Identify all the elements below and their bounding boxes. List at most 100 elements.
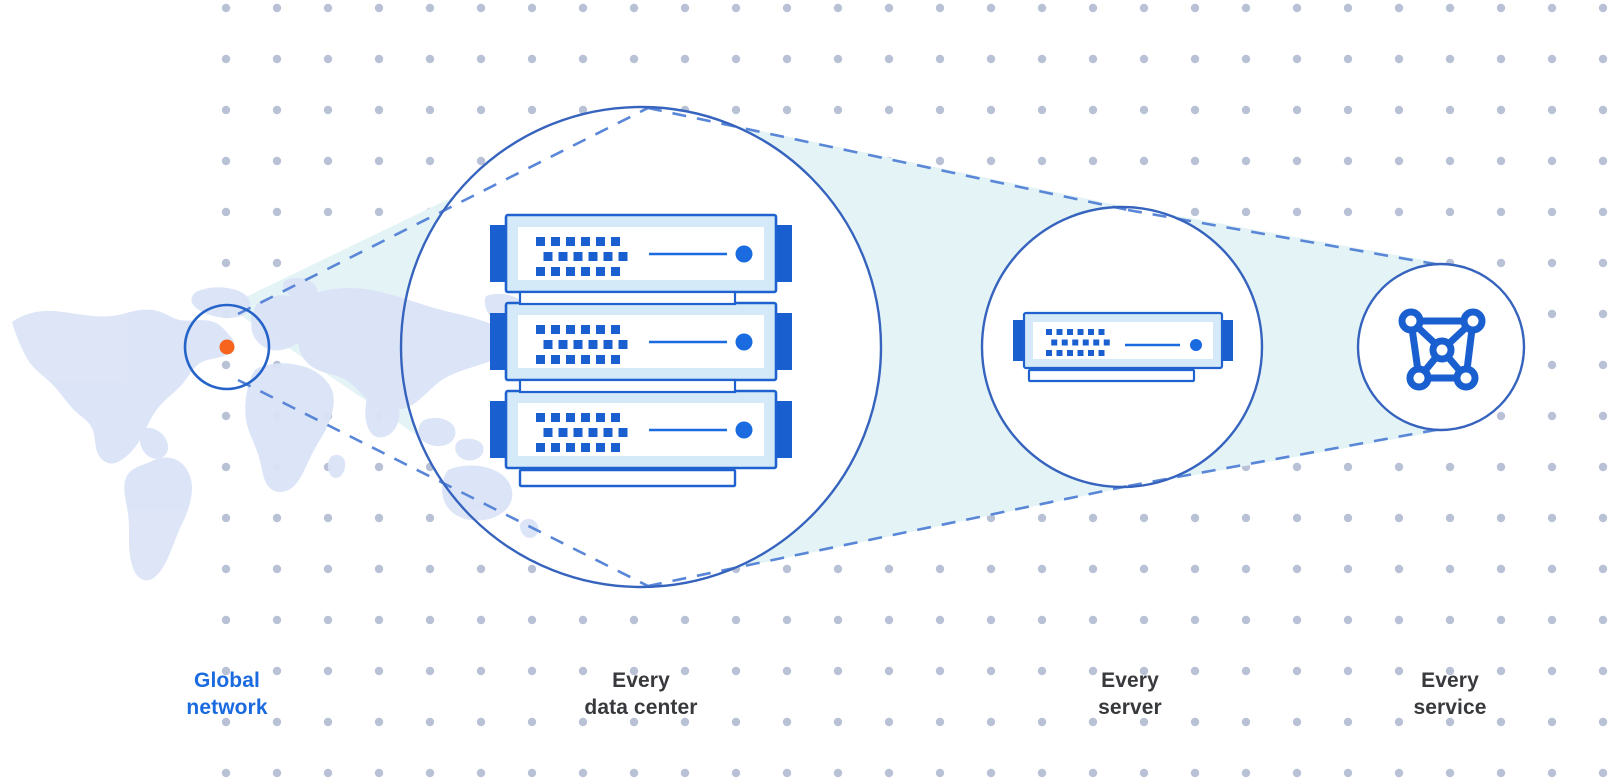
grid-dot	[935, 564, 945, 574]
server-vent-dot	[1046, 329, 1052, 335]
grid-dot	[221, 615, 231, 625]
grid-dot	[272, 258, 282, 268]
server-vent-dot	[581, 267, 590, 276]
grid-dot	[527, 768, 537, 778]
grid-dot	[1037, 156, 1047, 166]
grid-dot	[476, 564, 486, 574]
grid-dot	[1241, 54, 1251, 64]
grid-dot	[629, 54, 639, 64]
grid-dot	[476, 156, 486, 166]
grid-dot	[986, 156, 996, 166]
grid-dot	[1343, 156, 1353, 166]
server-vent-dot	[611, 267, 620, 276]
grid-dot	[374, 54, 384, 64]
grid-dot	[884, 615, 894, 625]
grid-dot	[1394, 513, 1404, 523]
grid-dot	[1343, 768, 1353, 778]
grid-dot	[374, 3, 384, 13]
grid-dot	[1598, 768, 1608, 778]
grid-dot	[782, 717, 792, 727]
grid-dot	[1139, 54, 1149, 64]
grid-dot	[1241, 666, 1251, 676]
server-vent-dot	[1093, 339, 1100, 346]
grid-dot	[1598, 3, 1608, 13]
grid-dot	[1598, 105, 1608, 115]
grid-dot	[374, 105, 384, 115]
grid-dot	[1088, 3, 1098, 13]
grid-dot	[935, 666, 945, 676]
grid-dot	[833, 54, 843, 64]
grid-dot	[731, 717, 741, 727]
grid-dot	[1598, 54, 1608, 64]
grid-dot	[935, 105, 945, 115]
grid-dot	[1241, 615, 1251, 625]
circle-every-data-center	[399, 105, 883, 589]
server-vent-dot	[611, 325, 620, 334]
grid-dot	[935, 615, 945, 625]
server-led-indicator	[1190, 339, 1202, 351]
grid-dot	[1292, 666, 1302, 676]
grid-dot	[1037, 717, 1047, 727]
server-vent-dot	[536, 355, 545, 364]
grid-dot	[833, 3, 843, 13]
grid-dot	[1139, 513, 1149, 523]
grid-dot	[884, 564, 894, 574]
server-vent-dot	[558, 428, 568, 437]
grid-dot	[1445, 513, 1455, 523]
grid-dot	[1496, 156, 1506, 166]
grid-dot	[1037, 513, 1047, 523]
grid-dot	[272, 207, 282, 217]
server-vent-dot	[596, 443, 605, 452]
grid-dot	[1496, 411, 1506, 421]
label-global-network: Global network	[127, 668, 327, 722]
grid-dot	[1343, 717, 1353, 727]
server-vent-dot	[596, 325, 605, 334]
grid-dot	[1445, 717, 1455, 727]
grid-dot	[1598, 564, 1608, 574]
server-vent-dot	[588, 428, 598, 437]
grid-dot	[1547, 411, 1557, 421]
grid-dot	[1445, 105, 1455, 115]
grid-dot	[1598, 309, 1608, 319]
server-vent-dot	[566, 325, 575, 334]
grid-dot	[1088, 615, 1098, 625]
server-vent-dot	[603, 252, 613, 261]
grid-dot	[1088, 513, 1098, 523]
grid-dot	[1139, 717, 1149, 727]
grid-dot	[986, 768, 996, 778]
server-vent-dot	[1056, 329, 1063, 335]
grid-dot	[1445, 156, 1455, 166]
grid-dot	[323, 564, 333, 574]
grid-dot	[1190, 156, 1200, 166]
server-vent-dot	[558, 252, 568, 261]
server-vent-dot	[611, 413, 620, 422]
grid-dot	[374, 768, 384, 778]
grid-dot	[221, 3, 231, 13]
grid-dot	[527, 717, 537, 727]
server-vent-dot	[596, 237, 605, 246]
grid-dot	[221, 54, 231, 64]
grid-dot	[221, 666, 231, 676]
grid-dot	[1190, 54, 1200, 64]
grid-dot	[323, 3, 333, 13]
grid-dot	[221, 768, 231, 778]
grid-dot	[986, 513, 996, 523]
grid-dot	[1190, 3, 1200, 13]
dashed-edge-2-top	[647, 106, 1129, 212]
grid-dot	[1241, 105, 1251, 115]
grid-dot	[476, 717, 486, 727]
server-vent-dot	[536, 413, 545, 422]
grid-dot	[323, 156, 333, 166]
grid-dot	[323, 105, 333, 115]
grid-dot	[221, 411, 231, 421]
grid-dot	[578, 768, 588, 778]
grid-dot	[1496, 54, 1506, 64]
grid-dot	[1037, 3, 1047, 13]
grid-dot	[1088, 54, 1098, 64]
grid-dot	[1547, 564, 1557, 574]
grid-dot	[272, 666, 282, 676]
grid-dot	[731, 615, 741, 625]
grid-dot	[272, 105, 282, 115]
grid-dot	[1037, 105, 1047, 115]
